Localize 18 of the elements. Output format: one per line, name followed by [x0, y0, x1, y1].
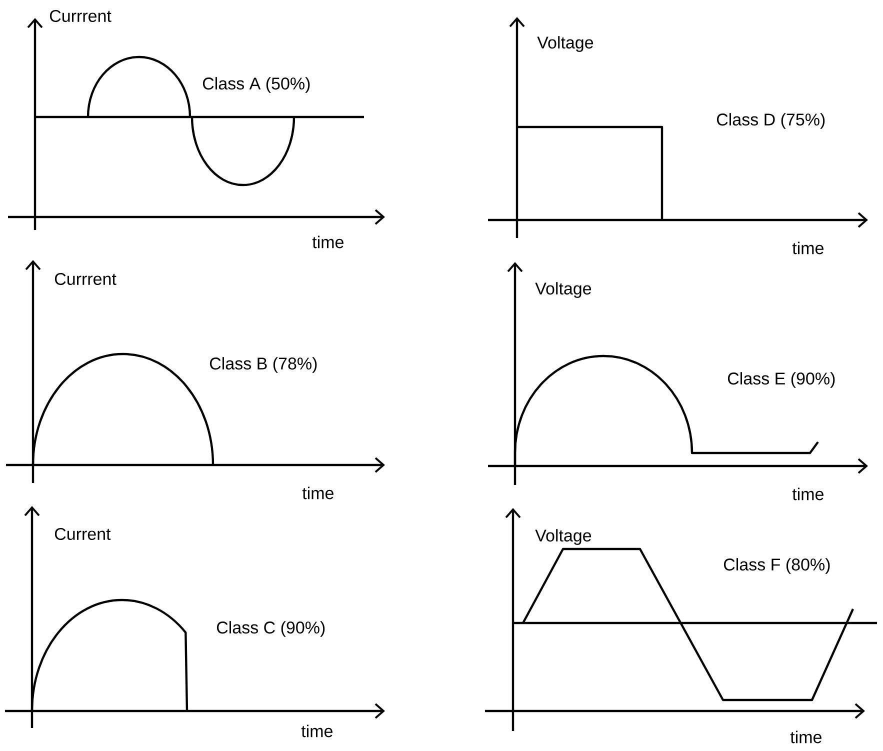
axis-label: Voltage: [535, 529, 592, 545]
class-label: Class A (50%): [202, 77, 310, 93]
axis-label: Voltage: [537, 36, 594, 52]
axis-label: Currrent: [54, 272, 116, 286]
axis-label: time: [302, 486, 334, 500]
axis-label: time: [312, 236, 344, 248]
class-label: Class B (78%): [210, 357, 317, 373]
class-label: Class E (90%): [728, 372, 835, 388]
class-label: Class C (90%): [216, 621, 325, 637]
axis-label: Currrent: [50, 10, 112, 22]
axis-label: time: [301, 724, 332, 738]
axis-label: Current: [54, 528, 111, 540]
axis-label: time: [790, 730, 822, 744]
axis-label: time: [792, 488, 824, 500]
axis-label: time: [792, 242, 824, 254]
class-label: Class F (80%): [724, 558, 830, 574]
class-label: Class D (75%): [716, 113, 825, 129]
axis-label: Voltage: [535, 282, 592, 298]
